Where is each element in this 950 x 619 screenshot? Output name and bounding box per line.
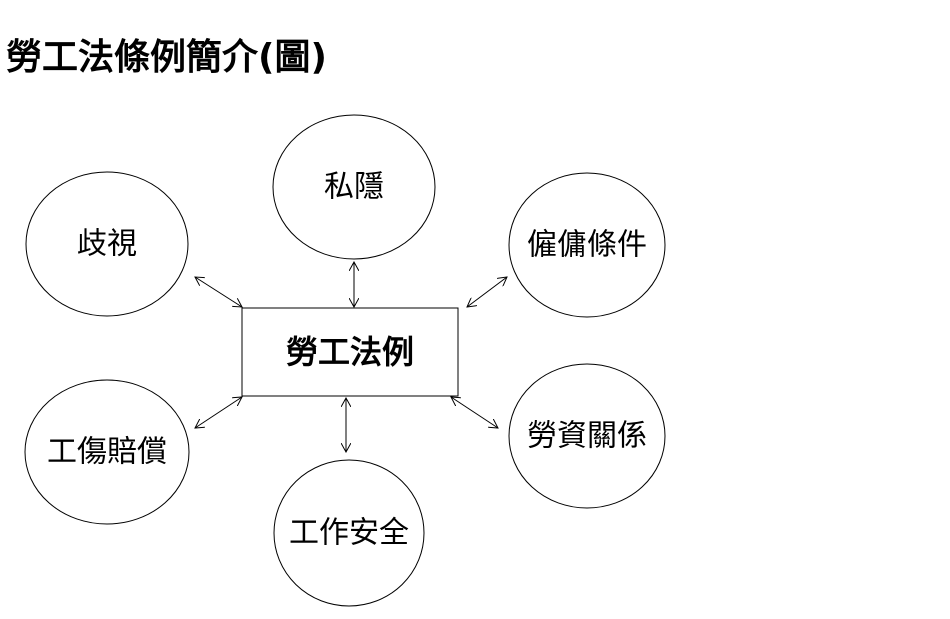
node-label: 私隱 bbox=[324, 170, 384, 205]
node-label: 勞資關係 bbox=[527, 419, 647, 454]
arrow-discrimination bbox=[195, 277, 242, 307]
node-label: 工傷賠償 bbox=[47, 435, 167, 470]
node-discrimination: 歧視 bbox=[25, 171, 189, 317]
arrow-employment-conditions bbox=[467, 277, 507, 307]
arrow-labour-relations bbox=[451, 397, 498, 428]
node-label: 歧視 bbox=[77, 227, 137, 262]
node-injury-compensation: 工傷賠償 bbox=[24, 379, 190, 525]
node-labour-relations: 勞資關係 bbox=[508, 363, 666, 509]
center-node: 勞工法例 bbox=[241, 307, 459, 397]
node-work-safety: 工作安全 bbox=[273, 459, 425, 607]
page-title: 勞工法條例簡介(圖) bbox=[6, 37, 327, 78]
node-employment-conditions: 僱傭條件 bbox=[508, 172, 666, 318]
node-privacy: 私隱 bbox=[272, 114, 436, 260]
arrow-injury-compensation bbox=[195, 397, 242, 428]
node-label: 僱傭條件 bbox=[527, 228, 647, 263]
center-label: 勞工法例 bbox=[286, 333, 414, 371]
node-label: 工作安全 bbox=[289, 516, 409, 551]
